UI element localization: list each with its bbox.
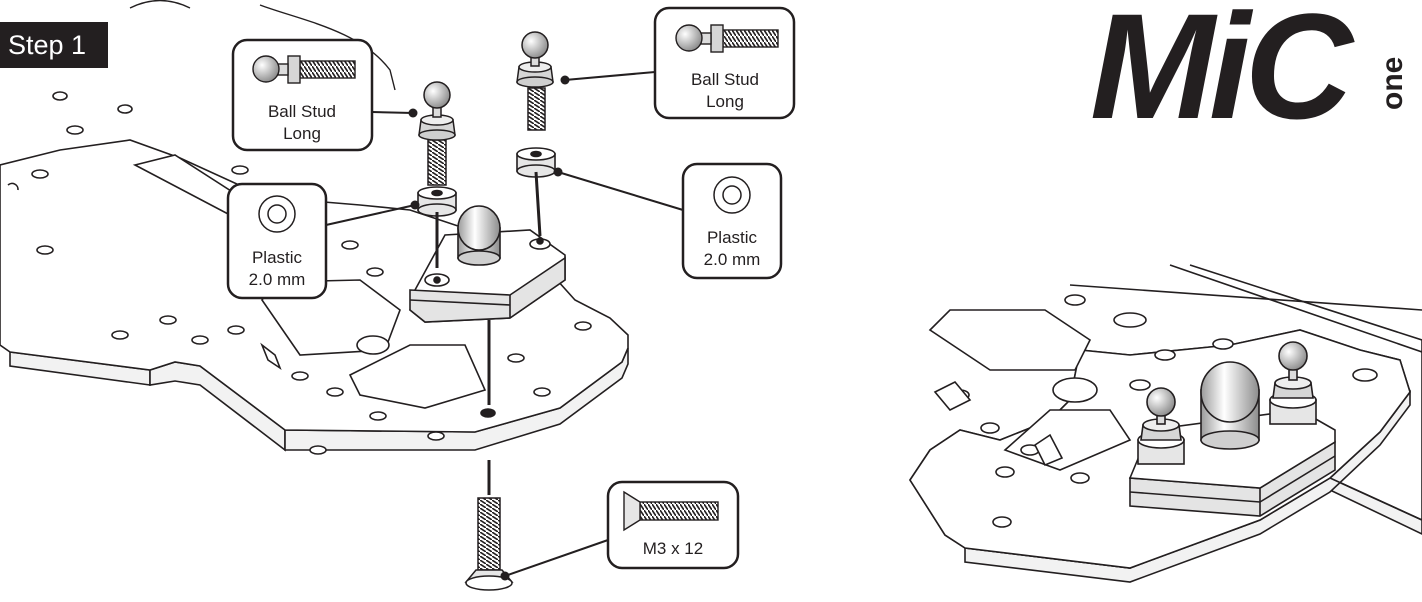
screw-m3x12 bbox=[464, 497, 514, 591]
leader-lines bbox=[325, 71, 684, 577]
assembled-mount bbox=[1128, 341, 1336, 517]
ball-stud-mount bbox=[409, 205, 566, 323]
spacer-icon bbox=[713, 176, 751, 214]
leader-dots bbox=[408, 75, 570, 581]
callout-spacer-right: Plastic 2.0 mm bbox=[681, 162, 783, 280]
spacer-icon bbox=[258, 195, 296, 233]
logo-wordmark: MiC bbox=[1090, 0, 1356, 150]
ball-stud-right bbox=[516, 31, 554, 131]
callout-ball-stud-left: Ball Stud Long bbox=[231, 38, 374, 152]
plate-outline-top bbox=[129, 0, 396, 91]
logo-subtext: one bbox=[1376, 57, 1409, 110]
screw-icon bbox=[623, 490, 719, 532]
callout-screw: M3 x 12 bbox=[606, 480, 740, 570]
spacer-left bbox=[417, 186, 457, 217]
callout-label-line1: Ball Stud bbox=[268, 102, 336, 121]
assembly-guide-lines bbox=[435, 171, 542, 495]
callout-label-line2: Long bbox=[283, 124, 321, 143]
callout-label-line1: Plastic bbox=[707, 228, 758, 247]
callout-label-line2: 2.0 mm bbox=[704, 250, 761, 269]
ball-stud-icon bbox=[675, 24, 779, 53]
spacer-right bbox=[516, 147, 556, 178]
callout-label-line2: Long bbox=[706, 92, 744, 111]
callout-spacer-left: Plastic 2.0 mm bbox=[226, 182, 328, 300]
callout-label-line1: Ball Stud bbox=[691, 70, 759, 89]
brand-logo: MiC one bbox=[1090, 0, 1409, 150]
callout-label-line1: Plastic bbox=[252, 248, 303, 267]
ball-stud-icon bbox=[252, 55, 356, 84]
callout-label: M3 x 12 bbox=[643, 539, 703, 558]
ball-stud-left bbox=[418, 81, 456, 186]
callout-label-line2: 2.0 mm bbox=[249, 270, 306, 289]
step-badge: Step 1 bbox=[0, 22, 108, 68]
callout-ball-stud-right: Ball Stud Long bbox=[653, 6, 796, 120]
